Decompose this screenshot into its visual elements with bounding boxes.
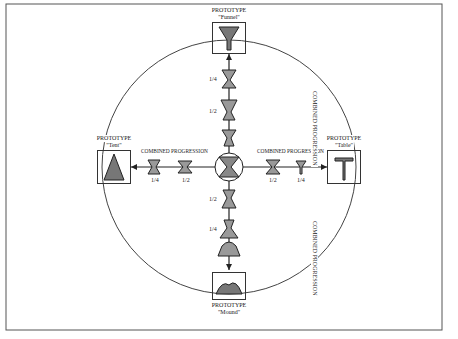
- shape-series: [148, 70, 306, 256]
- prototype-box: PROTOTYPE"Tent": [97, 150, 131, 184]
- ratio-number: 1/4: [208, 226, 218, 233]
- ratio-number: 1/2: [208, 108, 218, 115]
- prototype-label: "Funnel": [217, 14, 241, 21]
- prototype-label: "Table": [334, 142, 354, 149]
- ratio-number: 1/4: [296, 177, 306, 184]
- center-hourglass: [215, 153, 243, 181]
- prototype-box: PROTOTYPE"Table": [327, 150, 361, 184]
- arrowheads: [131, 54, 327, 270]
- prototype-label: "Mound": [217, 309, 241, 316]
- ratio-number: 1/2: [208, 196, 218, 203]
- ratio-number: 1/4: [208, 76, 218, 83]
- axes: [131, 54, 327, 270]
- prototype-label: PROTOTYPE: [211, 302, 248, 309]
- prototype-label: PROTOTYPE: [211, 7, 248, 14]
- frame: [6, 4, 442, 330]
- prototype-label: PROTOTYPE: [326, 135, 363, 142]
- ratio-number: 1/4: [150, 177, 160, 184]
- prototype-label: PROTOTYPE: [96, 135, 133, 142]
- ratio-number: 1/2: [268, 177, 278, 184]
- prototype-label: "Tent": [105, 142, 122, 149]
- axis-label: COMBINED PROGRESSION: [311, 220, 318, 297]
- axis-label: COMBINED PROGRESSION: [140, 148, 209, 155]
- axis-label: COMBINED PROGRESSION: [311, 90, 318, 167]
- prototype-box: PROTOTYPE"Mound": [212, 272, 246, 300]
- ratio-number: 1/2: [181, 177, 191, 184]
- prototype-box: PROTOTYPE"Funnel": [212, 22, 246, 54]
